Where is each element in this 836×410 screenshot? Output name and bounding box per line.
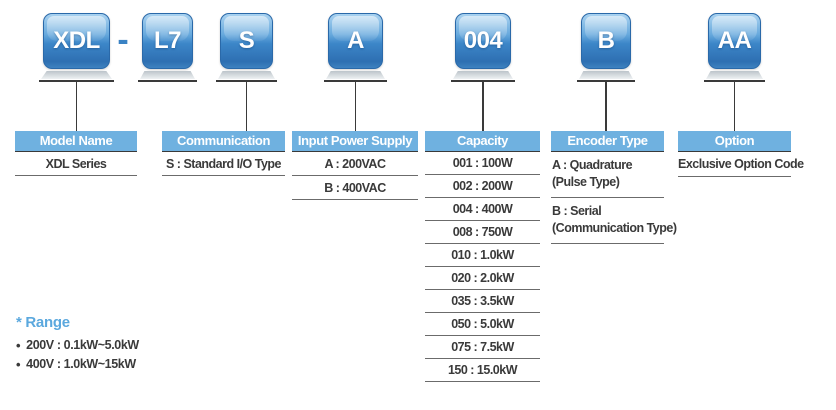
header-option: Option: [678, 131, 791, 152]
connector-line: [354, 82, 356, 131]
connector-line: [733, 82, 735, 131]
range-note-title: * Range: [16, 314, 70, 331]
range-item-label: 400V : 1.0kW~15kW: [26, 357, 136, 371]
box-pedestal: [41, 71, 112, 79]
box-baseline: [138, 80, 197, 82]
col-encoder-type: Encoder Type A : Quadrature (Pulse Type)…: [551, 131, 677, 244]
col-option: Option Exclusive Option Code: [678, 131, 804, 177]
box-baseline: [577, 80, 635, 82]
box-baseline: [451, 80, 515, 82]
range-item-label: 200V : 0.1kW~5.0kW: [26, 338, 139, 352]
connector-line: [245, 82, 247, 131]
row-capacity-035: 035 : 3.5kW: [425, 290, 540, 313]
connector-line: [482, 82, 484, 131]
row-200vac: A : 200VAC: [292, 152, 418, 176]
row-400vac: B : 400VAC: [292, 176, 418, 200]
bullet-icon: •: [16, 357, 21, 372]
encoder-option-a: A : Quadrature (Pulse Type): [551, 152, 664, 198]
code-label: 004: [463, 27, 503, 54]
row-xdl-series: XDL Series: [15, 152, 137, 176]
encoder-option-b: B : Serial (Communication Type): [551, 198, 677, 244]
code-label: A: [347, 27, 364, 54]
code-label: XDL: [53, 27, 100, 54]
box-baseline: [216, 80, 277, 82]
range-item-200v: • 200V : 0.1kW~5.0kW: [16, 336, 139, 355]
code-box-aa: AA: [708, 13, 761, 69]
row-capacity-004: 004 : 400W: [425, 198, 540, 221]
col-communication: Communication S : Standard I/O Type: [162, 131, 285, 176]
header-input-power-supply: Input Power Supply: [292, 131, 418, 152]
row-capacity-010: 010 : 1.0kW: [425, 244, 540, 267]
code-box-a: A: [328, 13, 383, 69]
connector-line: [75, 82, 77, 131]
box-baseline: [324, 80, 387, 82]
box-pedestal: [140, 71, 195, 79]
connector-line: [605, 82, 607, 131]
code-box-group-a: A: [324, 13, 387, 131]
code-box-xdl: XDL: [43, 13, 110, 69]
code-label: AA: [717, 27, 752, 54]
box-baseline: [704, 80, 765, 82]
col-input-power-supply: Input Power Supply A : 200VAC B : 400VAC: [292, 131, 418, 200]
row-standard-io: S : Standard I/O Type: [162, 152, 285, 176]
header-capacity: Capacity: [425, 131, 540, 152]
box-pedestal: [706, 71, 763, 79]
code-box-group-s: S: [216, 13, 277, 131]
encoder-b-line2: (Communication Type): [552, 221, 677, 235]
box-pedestal: [218, 71, 275, 79]
code-box-group-aa: AA: [704, 13, 765, 131]
header-communication: Communication: [162, 131, 285, 152]
row-capacity-020: 020 : 2.0kW: [425, 267, 540, 290]
code-box-group-004: 004: [451, 13, 515, 131]
encoder-a-line2: (Pulse Type): [552, 175, 620, 189]
header-encoder-type: Encoder Type: [551, 131, 664, 152]
row-capacity-075: 075 : 7.5kW: [425, 336, 540, 359]
range-item-400v: • 400V : 1.0kW~15kW: [16, 355, 139, 374]
row-exclusive-option-code: Exclusive Option Code: [678, 152, 804, 177]
code-box-group-b: B: [577, 13, 635, 131]
code-box-l7: L7: [142, 13, 193, 69]
range-note: * Range • 200V : 0.1kW~5.0kW • 400V : 1.…: [16, 314, 139, 374]
box-pedestal: [326, 71, 385, 79]
code-box-004: 004: [455, 13, 511, 69]
code-box-b: B: [581, 13, 631, 69]
code-box-group-xdl: XDL: [39, 13, 114, 131]
code-label: B: [597, 27, 615, 54]
code-label: S: [238, 27, 255, 54]
col-model-name: Model Name XDL Series: [15, 131, 137, 176]
box-baseline: [39, 80, 114, 82]
bullet-icon: •: [16, 338, 21, 353]
box-pedestal: [579, 71, 633, 79]
col-capacity: Capacity 001 : 100W 002 : 200W 004 : 400…: [425, 131, 540, 382]
header-model-name: Model Name: [15, 131, 137, 152]
code-separator-dash: -: [117, 20, 129, 59]
code-box-group-l7: L7: [138, 13, 197, 82]
encoder-b-line1: B : Serial: [552, 204, 602, 218]
code-box-s: S: [220, 13, 273, 69]
row-capacity-002: 002 : 200W: [425, 175, 540, 198]
row-capacity-001: 001 : 100W: [425, 152, 540, 175]
row-capacity-050: 050 : 5.0kW: [425, 313, 540, 336]
encoder-a-line1: A : Quadrature: [552, 158, 633, 172]
row-capacity-008: 008 : 750W: [425, 221, 540, 244]
code-label: L7: [153, 27, 182, 54]
box-pedestal: [453, 71, 513, 79]
row-capacity-150: 150 : 15.0kW: [425, 359, 540, 382]
